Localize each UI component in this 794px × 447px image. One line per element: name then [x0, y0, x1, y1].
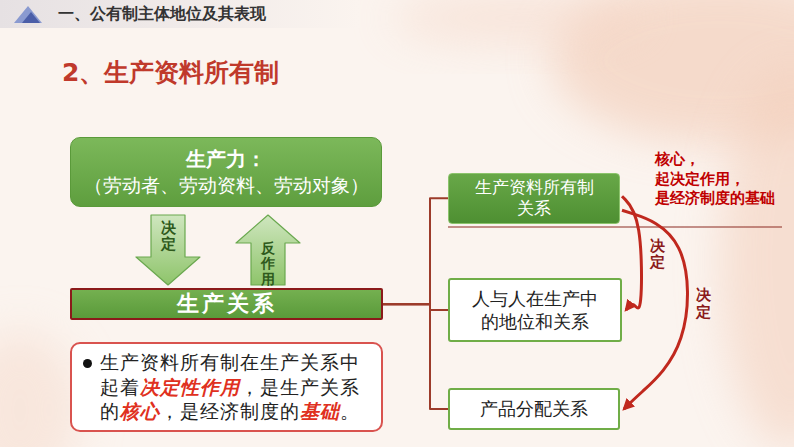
productive-forces-box: 生产力：（劳动者、劳动资料、劳动对象）: [70, 137, 382, 207]
edge-label: 决定: [161, 220, 176, 253]
ownership-box: 生产资料所有制 关系: [448, 173, 620, 224]
watercolor-blot: [720, 70, 794, 447]
header-icon: [22, 12, 40, 23]
header-icon: [14, 6, 42, 23]
bracket-line: [383, 304, 448, 409]
edge-label: 反作用: [261, 241, 275, 287]
status-relations-box: 人与人在生产中 的地位和关系: [448, 278, 622, 342]
watercolor-blot: [0, 330, 80, 447]
block-arrow: [136, 215, 200, 285]
divider-line: [448, 226, 782, 227]
bullet-dot: [83, 359, 92, 368]
box-text: 人与人在生产中 的地位和关系: [456, 287, 614, 334]
note-box: 生产资料所有制在生产关系中 起着决定性作用，是生产关系 的核心，是经济制度的基础…: [70, 342, 383, 432]
edge-label: 决定: [650, 238, 665, 271]
box-text: 生产资料所有制在生产关系中 起着决定性作用，是生产关系 的核心，是经济制度的基础…: [100, 350, 373, 424]
box-subtext: （劳动者、劳动资料、劳动对象）: [84, 173, 369, 199]
watercolor-blot: [390, 0, 650, 46]
annotation-note: 核心， 起决定作用， 是经济制度的基础: [655, 150, 783, 209]
box-text: 生产资料所有制 关系: [455, 177, 613, 220]
box-text: 生产关系: [177, 291, 277, 317]
plain-text: 。: [340, 400, 360, 422]
relations-of-production-box: 生产关系: [70, 288, 383, 320]
section-header: 一、公有制主体地位及其表现: [58, 4, 358, 24]
edge-label: 决定: [696, 287, 711, 320]
box-text: 生产力：: [186, 146, 266, 173]
slide-title: 2、生产资料所有制: [62, 57, 279, 88]
box-text: 产品分配关系: [480, 397, 588, 420]
curved-arrow: [622, 210, 687, 409]
highlight-text: 基础: [300, 400, 340, 422]
highlight-text: 决定性作用: [140, 376, 240, 398]
plain-text: ，是经济制度的: [160, 400, 300, 422]
highlight-text: 核心: [120, 400, 160, 422]
bracket-line: [383, 198, 448, 304]
distribution-box: 产品分配关系: [448, 388, 620, 430]
header-bar: [0, 0, 360, 28]
